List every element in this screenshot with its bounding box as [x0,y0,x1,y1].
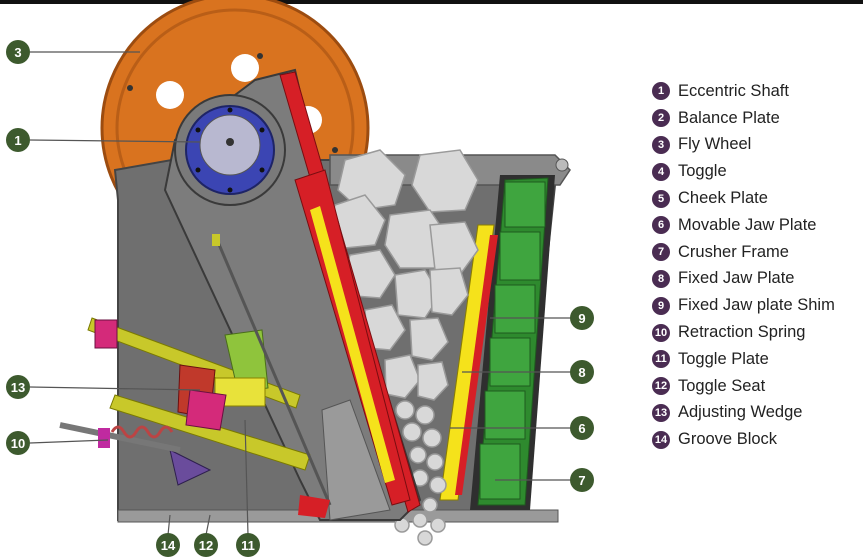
callout-3: 3 [6,40,30,64]
legend-label: Movable Jaw Plate [678,215,817,234]
svg-text:11: 11 [241,538,255,553]
legend-label: Fixed Jaw plate Shim [678,296,835,315]
callout-7: 7 [570,468,594,492]
parts-legend: 1 Eccentric Shaft 2 Balance Plate 3 Fly Whe… [652,78,835,453]
fixed-jaw-assembly [439,175,555,510]
legend-number-badge: 1 [652,82,670,101]
legend-label: Fixed Jaw Plate [678,269,795,288]
legend-item: 2 Balance Plate [652,105,835,132]
svg-text:12: 12 [199,538,213,553]
legend-label: Fly Wheel [678,135,752,154]
legend-number-badge: 12 [652,377,670,396]
svg-text:14: 14 [161,538,176,553]
top-border [0,0,863,4]
legend-item: 5 Cheek Plate [652,185,835,212]
jaw-crusher-diagram: 3 1 13 10 14 12 11 9 8 6 7 [6,0,594,557]
legend-item: 14 Groove Block [652,426,835,453]
legend-number-badge: 8 [652,269,670,288]
callout-6: 6 [570,416,594,440]
legend-number-badge: 2 [652,109,670,128]
svg-text:1: 1 [14,133,21,148]
legend-item: 7 Crusher Frame [652,239,835,266]
svg-text:6: 6 [578,421,585,436]
legend-label: Toggle Seat [678,376,766,395]
callout-9: 9 [570,306,594,330]
legend-label: Toggle [678,162,727,181]
legend-item: 6 Movable Jaw Plate [652,212,835,239]
legend-label: Groove Block [678,430,778,449]
callout-8: 8 [570,360,594,384]
callout-13: 13 [6,375,30,399]
eccentric-shaft [174,94,286,206]
svg-text:7: 7 [578,473,585,488]
svg-text:8: 8 [578,365,585,380]
legend-item: 10 Retraction Spring [652,319,835,346]
legend-item: 8 Fixed Jaw Plate [652,266,835,293]
legend-number-badge: 13 [652,403,670,422]
legend-label: Adjusting Wedge [678,403,803,422]
legend-label: Cheek Plate [678,189,768,208]
toggle-mechanism [59,234,332,518]
legend-item: 4 Toggle [652,158,835,185]
legend-number-badge: 14 [652,430,670,449]
legend-label: Toggle Plate [678,349,769,368]
legend-item: 12 Toggle Seat [652,373,835,400]
rocks [327,149,479,546]
legend-item: 9 Fixed Jaw plate Shim [652,292,835,319]
legend-label: Crusher Frame [678,242,789,261]
legend-number-badge: 4 [652,162,670,181]
legend-label: Eccentric Shaft [678,81,789,100]
callout-11: 11 [236,533,260,557]
legend-number-badge: 3 [652,135,670,154]
legend-number-badge: 6 [652,216,670,235]
leader-lines [29,51,580,536]
callout-14: 14 [156,533,180,557]
legend-item: 11 Toggle Plate [652,346,835,373]
callout-12: 12 [194,533,218,557]
callout-1: 1 [6,128,30,152]
legend-item: 1 Eccentric Shaft [652,78,835,105]
callout-10: 10 [6,431,30,455]
svg-text:10: 10 [11,436,25,451]
svg-text:9: 9 [578,311,585,326]
svg-text:3: 3 [14,45,21,60]
legend-number-badge: 11 [652,350,670,369]
legend-number-badge: 5 [652,189,670,208]
svg-text:13: 13 [11,380,25,395]
legend-number-badge: 7 [652,243,670,262]
legend-label: Retraction Spring [678,323,806,342]
legend-number-badge: 10 [652,323,670,342]
legend-item: 13 Adjusting Wedge [652,400,835,427]
legend-number-badge: 9 [652,296,670,315]
legend-item: 3 Fly Wheel [652,132,835,159]
legend-label: Balance Plate [678,108,780,127]
